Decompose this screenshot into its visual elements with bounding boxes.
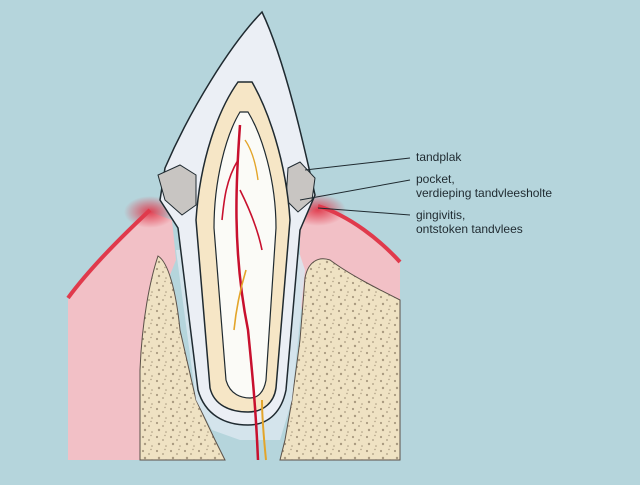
nerve-branch-1: [221, 159, 239, 221]
label-gingivitis-line2: ontstoken tandvlees: [416, 222, 523, 236]
label-plaque-text: tandplak: [416, 150, 462, 164]
leader-line-pocket: [299, 179, 411, 201]
nerve-branch-4: [244, 139, 259, 181]
label-pocket-line2: verdieping tandvleesholte: [416, 186, 553, 200]
label-pocket-line1: pocket,: [416, 172, 455, 186]
plaque-band: [157, 164, 197, 216]
nerve-branch-3: [233, 269, 247, 331]
label-gingivitis-line1: gingivitis,: [416, 208, 466, 222]
nerve-main: [235, 124, 260, 461]
label-gingivitis: gingivitis, ontstoken tandvlees: [416, 208, 523, 236]
label-plaque: tandplak: [416, 150, 461, 164]
alveolar-bone-right: [279, 258, 401, 461]
leader-line-gingivitis: [317, 207, 411, 216]
nerve-root: [261, 399, 267, 461]
label-pocket: pocket, verdieping tandvleesholte: [416, 172, 552, 200]
pulp-chamber: [213, 111, 277, 399]
leader-line-plaque: [304, 157, 411, 171]
nerve-branch-2: [239, 189, 263, 251]
alveolar-bone-left: [139, 255, 226, 461]
gum-tissue: [68, 212, 176, 460]
